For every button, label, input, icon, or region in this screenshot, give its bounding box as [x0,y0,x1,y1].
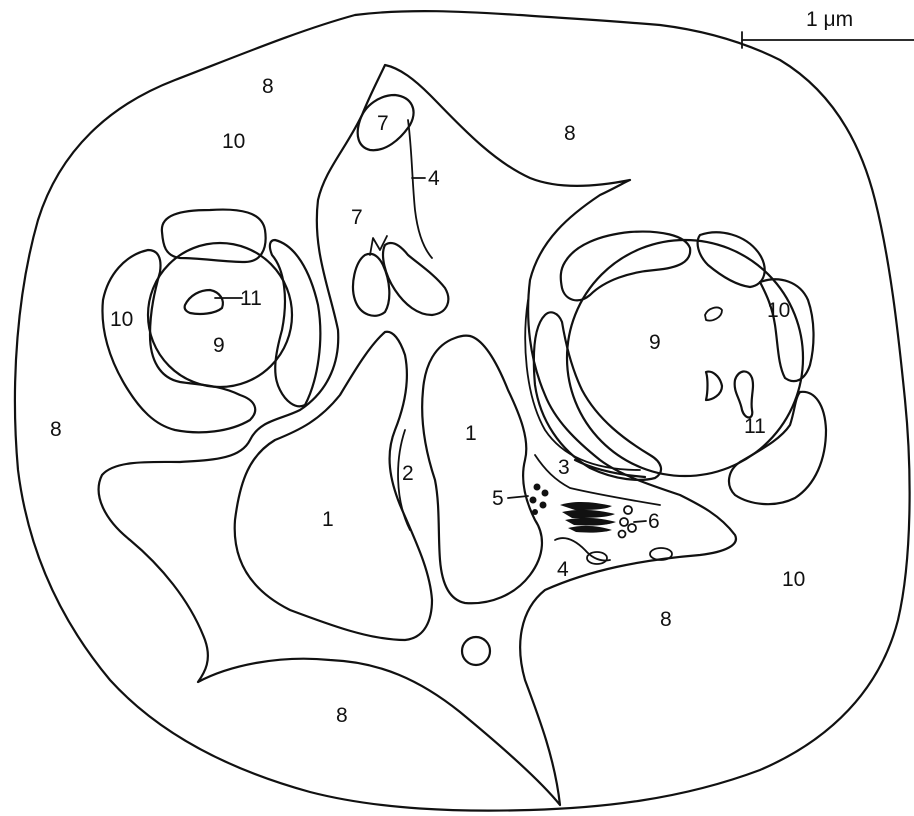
label-2: 2 [402,462,414,485]
label-8-top-left: 8 [262,75,274,98]
label-7-mid: 7 [351,206,363,229]
vesicles-5 [530,484,549,516]
right-inclusion-d [706,372,722,400]
right-lobe-bottom-right [729,392,826,504]
left-lobe-top [162,210,266,262]
label-10-right: 10 [767,299,790,322]
golgi-stack [560,502,616,533]
region-1-left [235,332,432,640]
label-10-top-left: 10 [222,130,245,153]
label-1-center: 1 [465,422,477,445]
label-3: 3 [558,456,570,479]
label-8-bottom: 8 [336,704,348,727]
right-inclusion-small [705,308,722,321]
label-4-bottom: 4 [557,558,569,581]
label-6-pointer [634,521,646,522]
scale-bar: 1 μm [742,8,914,48]
left-inclusion-11 [185,290,223,314]
label-1-left: 1 [322,508,334,531]
right-lobe-right [760,279,814,381]
right-lobe-left [534,312,661,480]
label-4-top: 4 [428,167,440,190]
label-9-right: 9 [649,331,661,354]
right-lobe-top-right [698,232,765,287]
label-9-left: 9 [213,334,225,357]
label-6: 6 [648,510,660,533]
small-vesicle-bottom [462,637,490,665]
label-10-bottom-right: 10 [782,568,805,591]
label-8-bottom-right: 8 [660,608,672,631]
right-nucleus-9 [567,240,803,476]
label-8-left: 8 [50,418,62,441]
label-7-top: 7 [377,112,389,135]
left-nucleus-9 [148,243,292,387]
central-branched-region [99,65,736,805]
label-5-pointer [508,496,528,498]
label-11-left: 11 [240,287,262,310]
label-11-right: 11 [744,415,766,438]
scale-bar-label: 1 μm [806,8,853,31]
region-1-center [422,336,542,604]
label-10-left: 10 [110,308,133,331]
cell-outline [15,11,910,811]
element-7-mid-b [383,243,448,315]
right-inclusion-11 [735,371,753,417]
left-lobe-left [102,250,255,432]
left-lobe-right [270,240,320,406]
label-5: 5 [492,487,504,510]
label-8-top-right: 8 [564,122,576,145]
